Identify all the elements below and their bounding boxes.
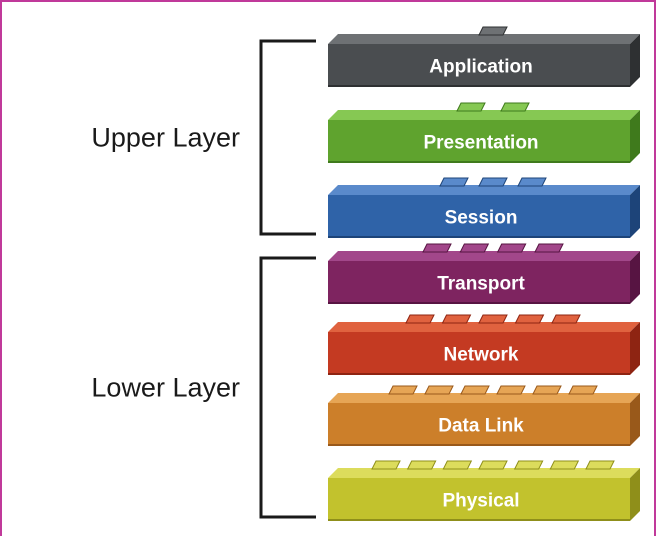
layer-side-face <box>630 468 640 521</box>
layer-session: Session <box>328 177 640 238</box>
layer-side-face <box>630 393 640 446</box>
layer-physical: Physical <box>328 460 640 521</box>
layer-front-face <box>328 261 630 304</box>
layer-side-face <box>630 34 640 87</box>
layer-front-face <box>328 478 630 521</box>
layer-side-face <box>630 322 640 375</box>
layer-top-face <box>328 34 640 44</box>
layer-top-face <box>328 393 640 403</box>
connector-stud <box>478 26 508 36</box>
connector-stud <box>549 460 580 470</box>
layer-front-face <box>328 44 630 87</box>
layer-data-link: Data Link <box>328 385 640 446</box>
layer-label: Physical <box>442 491 519 512</box>
connector-stud <box>478 177 508 187</box>
layer-front-face <box>328 403 630 446</box>
layer-network: Network <box>328 314 640 375</box>
layer-side-face <box>630 110 640 163</box>
layer-label: Network <box>444 345 519 366</box>
connector-stud <box>422 243 452 253</box>
layer-application: Application <box>328 26 640 87</box>
connector-stud <box>456 102 486 112</box>
connector-stud <box>424 385 454 395</box>
group-lower-layer: Lower Layer <box>91 256 316 519</box>
group-label: Lower Layer <box>91 373 240 403</box>
layer-front-face <box>328 195 630 238</box>
layer-label: Data Link <box>438 416 524 437</box>
group-bracket <box>259 256 316 519</box>
connector-stud <box>496 385 526 395</box>
layer-stack: Physical Data Link Network Transport Session… <box>328 26 640 521</box>
layer-label: Application <box>429 57 532 78</box>
connector-stud <box>441 314 472 324</box>
layer-front-face <box>328 120 630 163</box>
connector-stud <box>371 460 401 470</box>
connector-stud <box>496 243 527 253</box>
layer-side-face <box>630 185 640 238</box>
layer-top-face <box>328 468 640 478</box>
group-bracket <box>259 39 316 236</box>
connector-stud <box>513 460 544 470</box>
connector-stud <box>500 102 530 112</box>
layer-transport: Transport <box>328 243 640 304</box>
connector-stud <box>568 385 598 395</box>
layer-top-face <box>328 322 640 332</box>
layer-label: Presentation <box>423 133 538 154</box>
group-label: Upper Layer <box>91 123 240 153</box>
layer-top-face <box>328 251 640 261</box>
connector-stud <box>405 314 435 324</box>
connector-stud <box>514 314 545 324</box>
layer-front-face <box>328 332 630 375</box>
connector-stud <box>534 243 564 253</box>
connector-stud <box>442 460 473 470</box>
connector-stud <box>551 314 581 324</box>
connector-stud <box>517 177 547 187</box>
layer-presentation: Presentation <box>328 102 640 163</box>
layer-side-face <box>630 251 640 304</box>
connector-stud <box>459 243 490 253</box>
connector-stud <box>478 314 508 324</box>
connector-stud <box>532 385 562 395</box>
connector-stud <box>460 385 490 395</box>
layer-top-face <box>328 185 640 195</box>
connector-stud <box>585 460 615 470</box>
layer-label: Session <box>445 208 518 229</box>
connector-stud <box>439 177 469 187</box>
connector-stud <box>406 460 437 470</box>
layer-label: Transport <box>437 274 525 295</box>
group-upper-layer: Upper Layer <box>91 39 316 236</box>
layer-top-face <box>328 110 640 120</box>
connector-stud <box>478 460 508 470</box>
connector-stud <box>388 385 418 395</box>
